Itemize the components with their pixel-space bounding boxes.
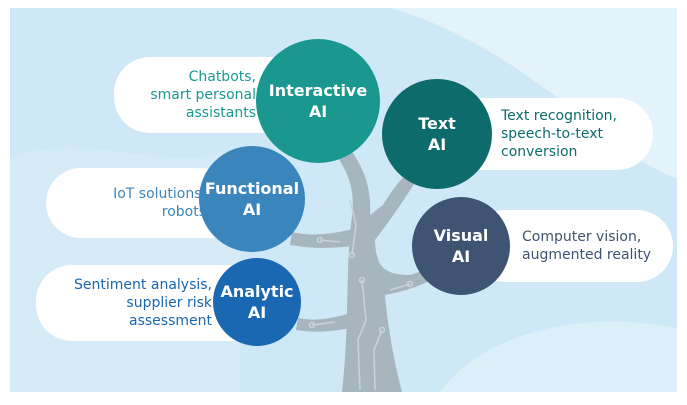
- node-title-line: Functional: [204, 179, 300, 198]
- description-line: robots: [161, 204, 206, 220]
- node-visual-ai: Visual AI: [412, 197, 510, 295]
- description-line: Chatbots,: [188, 69, 256, 85]
- description-line: assessment: [129, 313, 212, 329]
- description-line: Text recognition,: [501, 108, 618, 124]
- circuit-lines: [308, 199, 414, 391]
- node-text-ai: Text AI: [382, 79, 492, 189]
- node-title-line: AI: [308, 102, 328, 121]
- node-title-line: Visual: [433, 226, 489, 245]
- node-title-line: AI: [427, 135, 447, 154]
- description-line: assistants: [185, 105, 256, 121]
- description-line: speech-to-text: [501, 126, 604, 142]
- description-line: IoT solutions,: [113, 186, 206, 202]
- tree-trunk: [290, 135, 445, 392]
- description-line: supplier risk: [126, 295, 212, 311]
- node-title-line: Analytic: [220, 282, 294, 301]
- description-line: Sentiment analysis,: [74, 277, 212, 293]
- node-functional-ai: Functional AI: [199, 146, 305, 252]
- description-line: smart personal: [150, 87, 256, 103]
- node-title-line: AI: [451, 247, 471, 266]
- description-line: Computer vision,: [522, 229, 642, 245]
- node-interactive-ai: Interactive AI: [256, 39, 380, 163]
- node-title-line: Interactive: [268, 81, 368, 100]
- node-title-line: AI: [247, 303, 267, 322]
- description-line: augmented reality: [522, 247, 652, 263]
- description-line: conversion: [501, 144, 578, 160]
- node-title-line: Text: [418, 114, 456, 133]
- node-title-line: AI: [242, 200, 262, 219]
- node-analytic-ai: Analytic AI: [213, 258, 301, 346]
